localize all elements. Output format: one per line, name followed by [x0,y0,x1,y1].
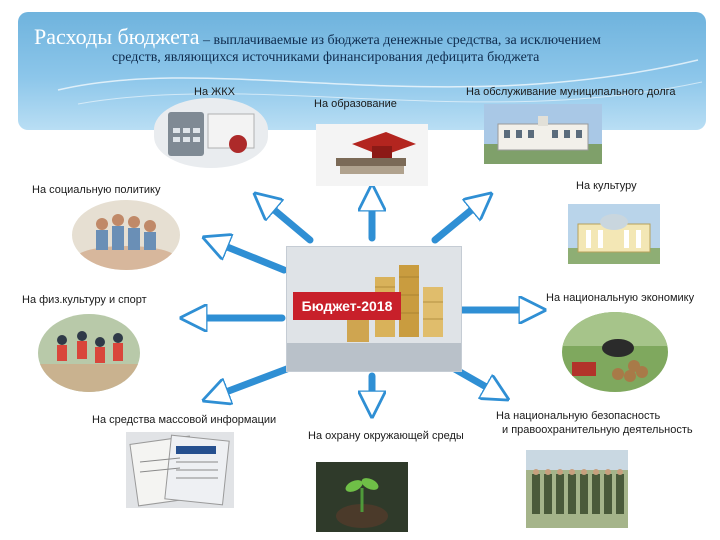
environment-picture [316,462,408,532]
label-education: На образование [314,98,397,110]
media-picture [126,432,234,508]
title-rest: – выплачиваемые из бюджета денежные сред… [199,33,601,48]
farm-picture [562,312,668,382]
education-picture [316,124,428,186]
soldiers-picture [526,450,628,514]
building-picture [484,116,602,164]
label-debt: На обслуживание муниципального долга [466,86,676,98]
sport-picture [38,314,140,392]
label-sport: На физ.культуру и спорт [22,294,147,306]
banner-decoration [57,59,703,105]
title-line-2: средств, являющихся источниками финансир… [112,50,540,65]
zhkh-picture [154,98,268,168]
calculator-picture [168,112,255,156]
budget-badge: Бюджет-2018 [293,292,401,320]
label-zhkh: На ЖКХ [194,86,236,98]
label-culture: На культуру [576,180,637,192]
label-economy: На национальную экономику [546,292,695,304]
culture-picture [568,204,660,264]
arrow-media [210,360,304,398]
title-main: Расходы бюджета [34,24,200,49]
newspapers-picture [129,434,230,507]
arrow-social [260,198,314,244]
runners-picture [38,331,140,392]
debt-picture [484,104,602,164]
seedling-picture [336,478,388,528]
social-picture [72,200,180,270]
arrow-social-2 [210,240,288,274]
label-security-1: На национальную безопасность [496,410,661,422]
label-environment: На охрану окружающей среды [308,430,464,442]
theatre-picture [568,214,660,264]
budget-center-image: Бюджет-2018 [286,246,462,372]
security-picture [526,450,628,528]
label-security-2: и правоохранительную деятельность [502,424,693,436]
graduation-cap-picture [336,132,416,174]
label-social: На социальную политику [32,184,161,196]
page-title: Расходы бюджета – выплачиваемые из бюдже… [34,24,601,50]
economy-picture [562,312,668,392]
arrow-culture [431,198,486,244]
label-media: На средства массовой информации [92,414,277,426]
family-picture [76,214,176,270]
